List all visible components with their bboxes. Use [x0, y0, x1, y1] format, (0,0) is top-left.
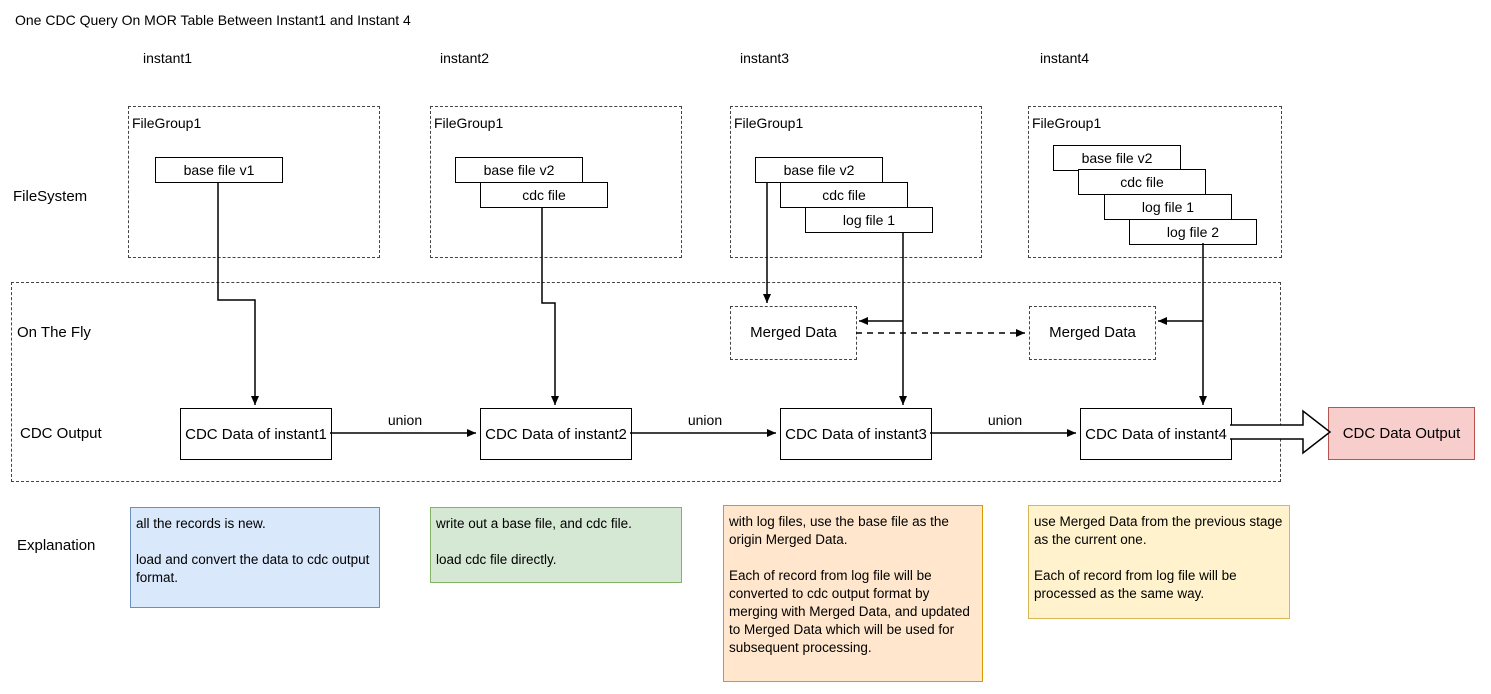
cdc-data-instant4-box: CDC Data of instant4: [1080, 408, 1232, 460]
file-box-base-file-v2: base file v2: [455, 157, 583, 183]
explanation-instant4: use Merged Data from the previous stage …: [1028, 505, 1290, 619]
filegroup-instant3: FileGroup1: [730, 106, 982, 258]
explanation-paragraph: all the records is new.: [136, 516, 266, 531]
explanation-paragraph: write out a base file, and cdc file.: [436, 516, 632, 531]
merged-data-instant3: Merged Data: [730, 306, 857, 360]
filegroup-instant4: FileGroup1: [1028, 106, 1282, 258]
filegroup-instant2: FileGroup1: [430, 106, 682, 258]
row-label-on-the-fly: On The Fly: [17, 324, 91, 341]
explanation-instant1: all the records is new. load and convert…: [130, 507, 380, 608]
cdc-data-instant1-box: CDC Data of instant1: [180, 408, 332, 460]
row-label-explanation: Explanation: [17, 537, 96, 554]
merged-data-instant4: Merged Data: [1029, 306, 1156, 360]
explanation-paragraph: load and convert the data to cdc output …: [136, 552, 370, 585]
union-label-1: union: [387, 412, 423, 428]
explanation-paragraph: Each of record from log file will be pro…: [1034, 568, 1237, 601]
union-label-3: union: [987, 412, 1023, 428]
file-box-log-file-2: log file 2: [1129, 219, 1257, 245]
explanation-paragraph: with log files, use the base file as the…: [729, 514, 949, 547]
file-box-cdc-file: cdc file: [480, 182, 608, 208]
file-box-log-file-1: log file 1: [805, 207, 933, 233]
explanation-paragraph: load cdc file directly.: [436, 552, 557, 567]
file-box-base-file-v2: base file v2: [1053, 145, 1181, 171]
row-label-cdc-output: CDC Output: [20, 425, 102, 442]
column-label-instant4: instant4: [1040, 50, 1090, 66]
column-label-instant3: instant3: [740, 50, 790, 66]
file-box-cdc-file: cdc file: [1078, 169, 1206, 195]
union-label-2: union: [687, 412, 723, 428]
row-label-filesystem: FileSystem: [13, 188, 88, 205]
cdc-data-instant2-box: CDC Data of instant2: [480, 408, 632, 460]
cdc-data-instant3-box: CDC Data of instant3: [780, 408, 932, 460]
explanation-paragraph: Each of record from log file will be con…: [729, 568, 970, 655]
filegroup-label: FileGroup1: [434, 115, 504, 131]
diagram-title: One CDC Query On MOR Table Between Insta…: [15, 12, 411, 28]
column-label-instant2: instant2: [440, 50, 490, 66]
on-the-fly-cdc-output-container: [11, 282, 1281, 482]
file-box-log-file-1: log file 1: [1104, 194, 1232, 220]
cdc-data-output-box: CDC Data Output: [1328, 407, 1475, 460]
explanation-instant3: with log files, use the base file as the…: [723, 505, 983, 682]
filegroup-label: FileGroup1: [1032, 115, 1102, 131]
filegroup-label: FileGroup1: [734, 115, 804, 131]
column-label-instant1: instant1: [143, 50, 193, 66]
file-box-cdc-file: cdc file: [780, 182, 908, 208]
file-box-base-file-v1: base file v1: [155, 157, 283, 183]
explanation-instant2: write out a base file, and cdc file. loa…: [430, 507, 682, 583]
file-box-base-file-v2: base file v2: [755, 157, 883, 183]
explanation-paragraph: use Merged Data from the previous stage …: [1034, 514, 1283, 547]
filegroup-label: FileGroup1: [132, 115, 202, 131]
